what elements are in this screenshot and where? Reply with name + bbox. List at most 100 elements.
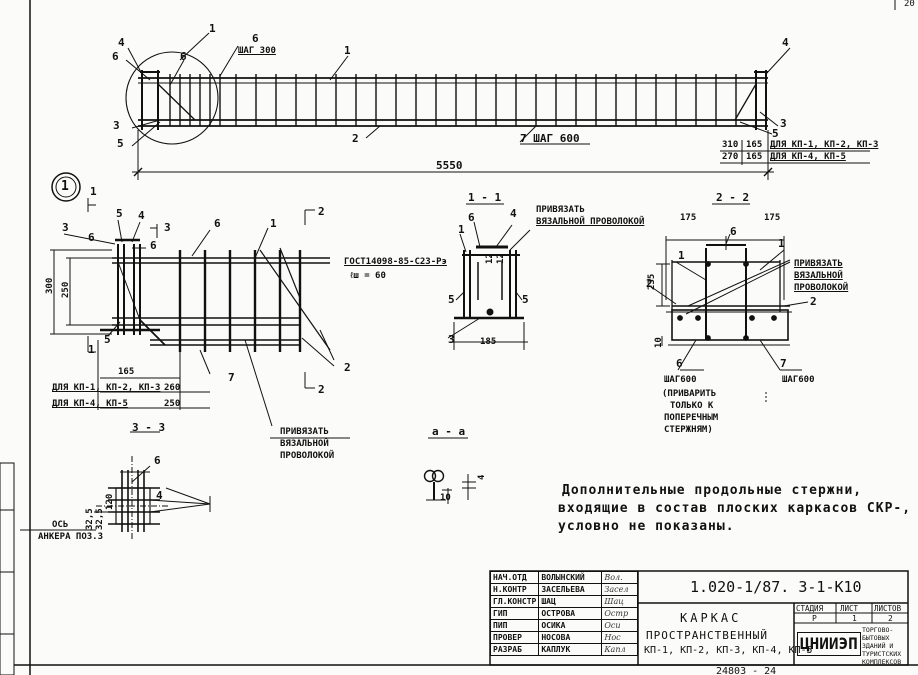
node-5b: 5 (104, 333, 111, 346)
node-6b: 6 (150, 239, 157, 252)
note-line-2: входящие в состав плоских каркасов СКР-, (558, 501, 912, 516)
node-2a: 2 (344, 361, 351, 374)
dim-note-kp45: ДЛЯ КП-4, КП-5 (770, 152, 846, 162)
s33-mark-6: 6 (154, 454, 161, 467)
section-a-a-title: а - а (432, 425, 466, 438)
node-7: 7 (228, 371, 235, 384)
s33-axis: ОСЬ (52, 520, 69, 530)
doc-number: 1.020-1/87. 3-1-К10 (690, 578, 862, 596)
s33-anchor: АНКЕРА ПОЗ.3 (38, 532, 104, 542)
node-6c: 6 (214, 217, 221, 230)
elev-step-300: ШАГ 300 (238, 46, 276, 56)
dim-310: 310 (722, 140, 739, 150)
aa-dim-10: 10 (440, 493, 451, 503)
node-note-kp123: ДЛЯ КП-1, КП-2, КП-3 (52, 383, 161, 393)
elev-mark-6b: 6 (112, 50, 119, 63)
s11-mark-1: 1 (458, 223, 465, 236)
dim-270: 270 (722, 152, 739, 162)
node-mark: 1 (61, 179, 69, 194)
detail-circle (125, 51, 219, 145)
sheets-header: ЛИСТОВ (874, 604, 902, 613)
org-name: ТОРГОВО-БЫТОВЫХ ЗДАНИЙ И ТУРИСТСКИХ КОМП… (862, 626, 902, 666)
height-250: 250 (61, 281, 71, 298)
node-cut-2b: 2 (318, 383, 325, 396)
node-cut-1b: 1 (88, 343, 95, 356)
s11-dim-12b: 12 (496, 253, 506, 264)
stage-header: СТАДИЯ (796, 604, 824, 613)
weld-length: ℓш = 60 (350, 271, 386, 281)
elev-mark-6: 6 (252, 32, 259, 45)
tie-note-3: ПРОВОЛОКОЙ (280, 451, 335, 461)
node-3: 3 (62, 221, 69, 234)
sheet-header: ЛИСТ (840, 604, 859, 613)
s11-width-185: 185 (480, 337, 497, 347)
s11-tie-2: ВЯЗАЛЬНОЙ ПРОВОЛОКОЙ (536, 217, 645, 227)
binding-strip (0, 462, 15, 675)
s11-tie-1: ПРИВЯЗАТЬ (536, 205, 585, 215)
title-line-2: ПРОСТРАНСТВЕННЫЙ (646, 629, 768, 642)
aa-dim-4: 4 (477, 474, 487, 480)
note-line-3: условно не показаны. (558, 519, 735, 534)
elev-mark-4: 4 (118, 36, 125, 49)
elev-mark-6c: 6 (180, 50, 187, 63)
tie-note-1: ПРИВЯЗАТЬ (280, 427, 329, 437)
gost-note: ГОСТ14098-85-С23-Рэ (344, 257, 447, 267)
section-2-2 (649, 203, 809, 402)
elev-mark-4b: 4 (782, 36, 789, 49)
sheets-value: 2 (888, 614, 893, 623)
s22-weld-2: ТОЛЬКО К (670, 401, 714, 411)
frame-elevation (125, 32, 870, 180)
s11-mark-5b: 5 (522, 293, 529, 306)
section-3-3-title: 3 - 3 (132, 421, 166, 434)
dim-165b: 165 (746, 152, 763, 162)
s22-mark-6b: 6 (676, 357, 683, 370)
node-4: 4 (138, 209, 145, 222)
s11-mark-6: 6 (468, 211, 475, 224)
s22-mark-7: 7 (780, 357, 787, 370)
s22-weld-4: СТЕРЖНЯМ) (664, 425, 713, 435)
s22-weld-3: ПОПЕРЕЧНЫМ (664, 413, 719, 423)
node-cut-2: 2 (318, 205, 325, 218)
s22-step-7: ШАГ600 (782, 375, 815, 385)
org-logo: ЦНИИЭП (797, 632, 861, 656)
node-1: 1 (270, 217, 277, 230)
s33-dim-120: 120 (105, 493, 115, 510)
s33-dim-32-5a: 32,5 (85, 508, 95, 530)
section-1-1-title: 1 - 1 (468, 191, 502, 204)
section-a-a (423, 437, 476, 504)
tie-note-2: ВЯЗАЛЬНОЙ (280, 439, 329, 449)
elev-mark-2: 2 (352, 132, 359, 145)
s11-mark-5a: 5 (448, 293, 455, 306)
title-line-1: КАРКАС (680, 611, 742, 625)
s22-mark-2b: 2 (810, 295, 817, 308)
stage-value: Р (812, 614, 817, 623)
height-300: 300 (45, 277, 55, 294)
section-3-3 (20, 431, 211, 540)
s11-dim-12a: 12 (485, 253, 495, 264)
s22-mark-1a: 1 (678, 249, 685, 262)
elev-mark-1b: 1 (344, 44, 351, 57)
dim-note-kp123: ДЛЯ КП-1, КП-2, КП-3 (770, 140, 879, 150)
elev-mark-3b: 3 (780, 117, 787, 130)
s33-mark-4: 4 (156, 489, 163, 502)
elev-mark-5: 5 (117, 137, 124, 150)
s22-mark-2a: 2 (646, 277, 653, 290)
s22-weld-1: (ПРИВАРИТЬ (662, 389, 717, 399)
sheet-value: 1 (852, 614, 857, 623)
elev-length: 5550 (436, 159, 463, 172)
node-6a: 6 (88, 231, 95, 244)
node-detail (50, 172, 350, 439)
s22-mark-1b: 1 (778, 237, 785, 250)
node-cut-3: 3 (164, 221, 171, 234)
archive-number: 24803 - 24 (716, 666, 777, 675)
s22-dim-175a: 175 (680, 213, 697, 223)
node-cut-1: 1 (90, 185, 97, 198)
